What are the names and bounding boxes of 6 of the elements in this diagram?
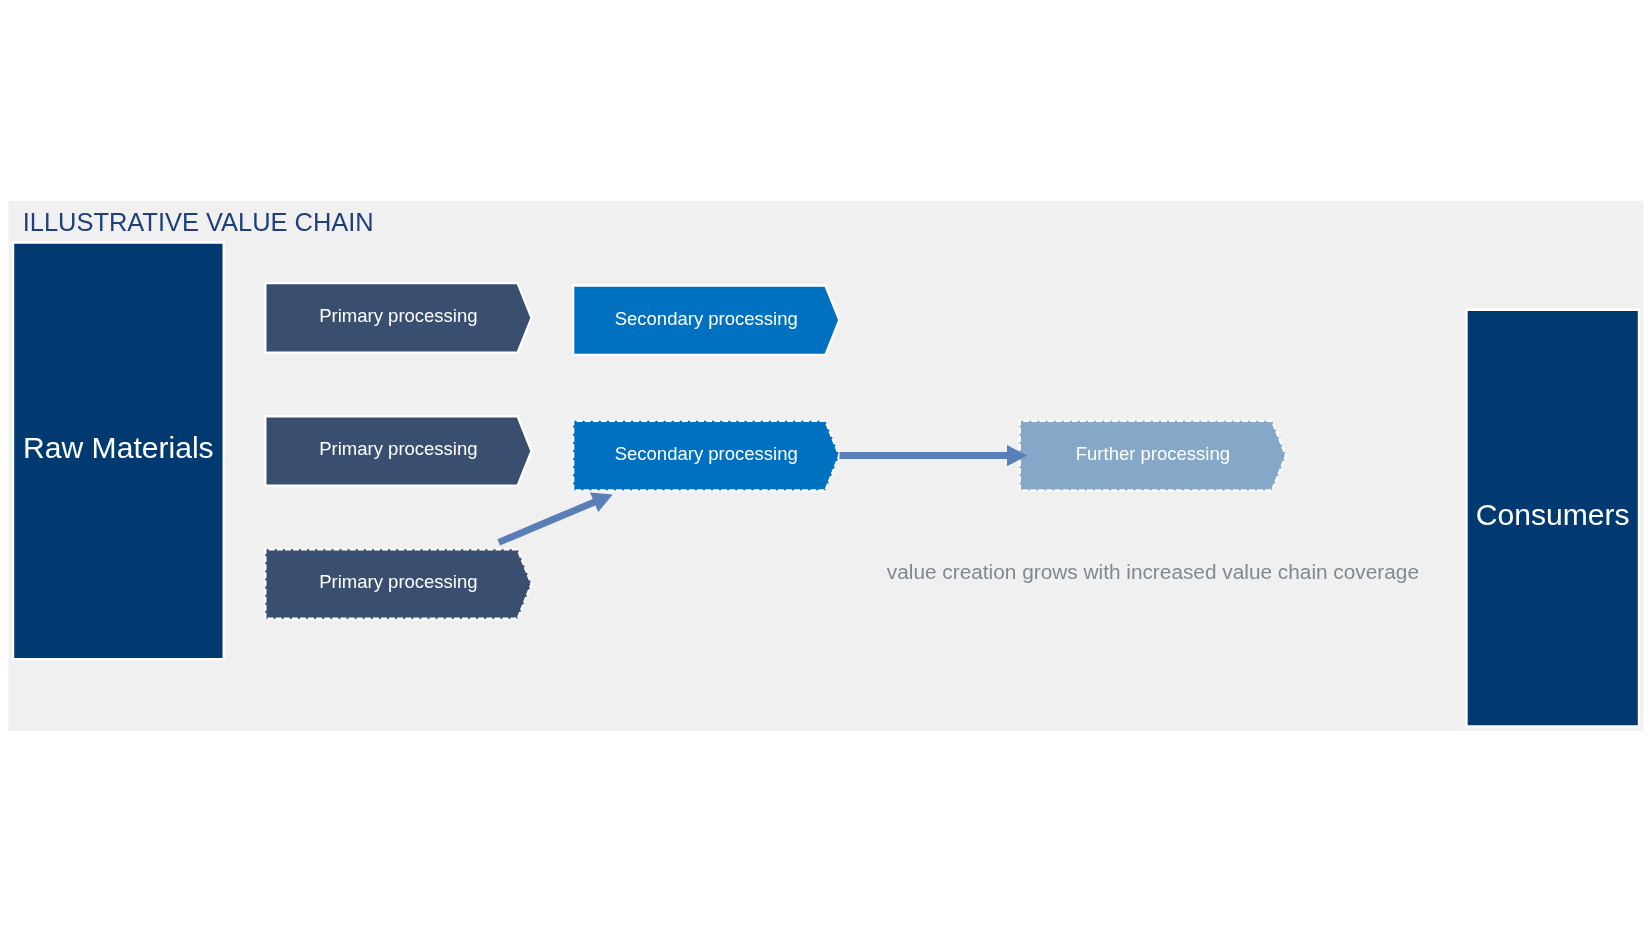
label: value creation grows with increased value chain coverage <box>886 559 1419 583</box>
arrow <box>839 444 1028 466</box>
arrow <box>497 491 613 546</box>
node-box: Raw Materials <box>11 241 225 660</box>
diagram-title: ILLUSTRATIVE VALUE CHAIN <box>22 207 374 236</box>
node-box: Consumers <box>1465 308 1641 728</box>
